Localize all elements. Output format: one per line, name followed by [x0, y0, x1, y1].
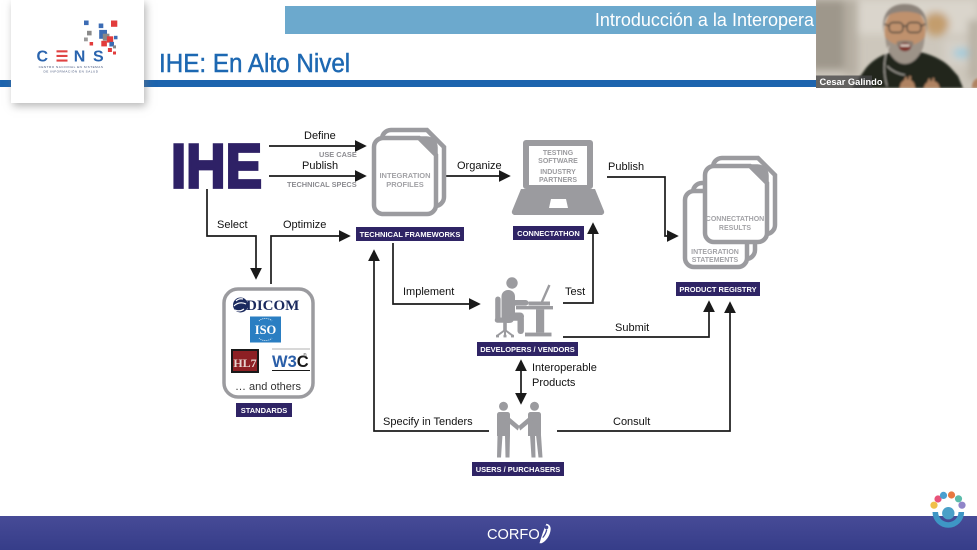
svg-text:Publish: Publish — [608, 161, 644, 173]
svg-text:Test: Test — [565, 286, 585, 298]
svg-text:Organize: Organize — [457, 160, 502, 172]
svg-text:CENTRO NACIONAL EN SISTEMAS: CENTRO NACIONAL EN SISTEMAS — [39, 65, 104, 69]
svg-text:INTEGRATION: INTEGRATION — [379, 171, 430, 180]
svg-text:PRODUCT REGISTRY: PRODUCT REGISTRY — [679, 285, 756, 294]
svg-text:Optimize: Optimize — [283, 219, 326, 231]
svg-text:W3C: W3C — [272, 353, 309, 371]
svg-text:N: N — [74, 49, 86, 66]
svg-text:Select: Select — [217, 219, 248, 231]
svg-text:TECHNICAL FRAMEWORKS: TECHNICAL FRAMEWORKS — [360, 230, 461, 239]
svg-text:HL7: HL7 — [233, 356, 256, 370]
svg-text:STATEMENTS: STATEMENTS — [692, 257, 739, 264]
svg-text:INDUSTRY: INDUSTRY — [540, 169, 576, 176]
svg-text:CONNECTATHON: CONNECTATHON — [517, 229, 580, 238]
svg-text:TECHNICAL SPECS: TECHNICAL SPECS — [287, 180, 357, 189]
svg-text:SOFTWARE: SOFTWARE — [538, 158, 578, 165]
svg-text:PROFILES: PROFILES — [386, 180, 424, 189]
svg-text:Interoperable: Interoperable — [532, 362, 597, 374]
svg-text:DE INFORMACIÓN EN SALUD: DE INFORMACIÓN EN SALUD — [44, 68, 99, 73]
svg-text:Specify in Tenders: Specify in Tenders — [383, 416, 473, 428]
svg-text:S: S — [93, 49, 104, 66]
svg-text:TESTING: TESTING — [543, 150, 574, 157]
svg-text:STANDARDS: STANDARDS — [241, 406, 288, 415]
svg-text:USE CASE: USE CASE — [319, 150, 357, 159]
svg-text:USERS / PURCHASERS: USERS / PURCHASERS — [476, 465, 561, 474]
svg-text:Cesar Galindo: Cesar Galindo — [820, 77, 883, 87]
svg-text:ISO: ISO — [255, 323, 277, 337]
svg-text:INTEGRATION: INTEGRATION — [691, 249, 739, 256]
svg-text:Submit: Submit — [615, 322, 649, 334]
svg-text:PARTNERS: PARTNERS — [539, 177, 577, 184]
svg-text:… and others: … and others — [235, 381, 302, 393]
svg-text:DEVELOPERS / VENDORS: DEVELOPERS / VENDORS — [480, 345, 575, 354]
svg-text:IHE: IHE — [171, 133, 262, 202]
svg-text:CONNECTATHON: CONNECTATHON — [706, 216, 764, 223]
svg-text:Define: Define — [304, 130, 336, 142]
svg-text:Products: Products — [532, 377, 576, 389]
svg-text:Consult: Consult — [613, 416, 650, 428]
svg-text:DICOM: DICOM — [246, 298, 299, 314]
svg-text:Publish: Publish — [302, 160, 338, 172]
svg-text:Implement: Implement — [403, 286, 454, 298]
svg-text:RESULTS: RESULTS — [719, 225, 751, 232]
svg-text:®: ® — [303, 352, 307, 359]
svg-text:C: C — [37, 49, 49, 66]
